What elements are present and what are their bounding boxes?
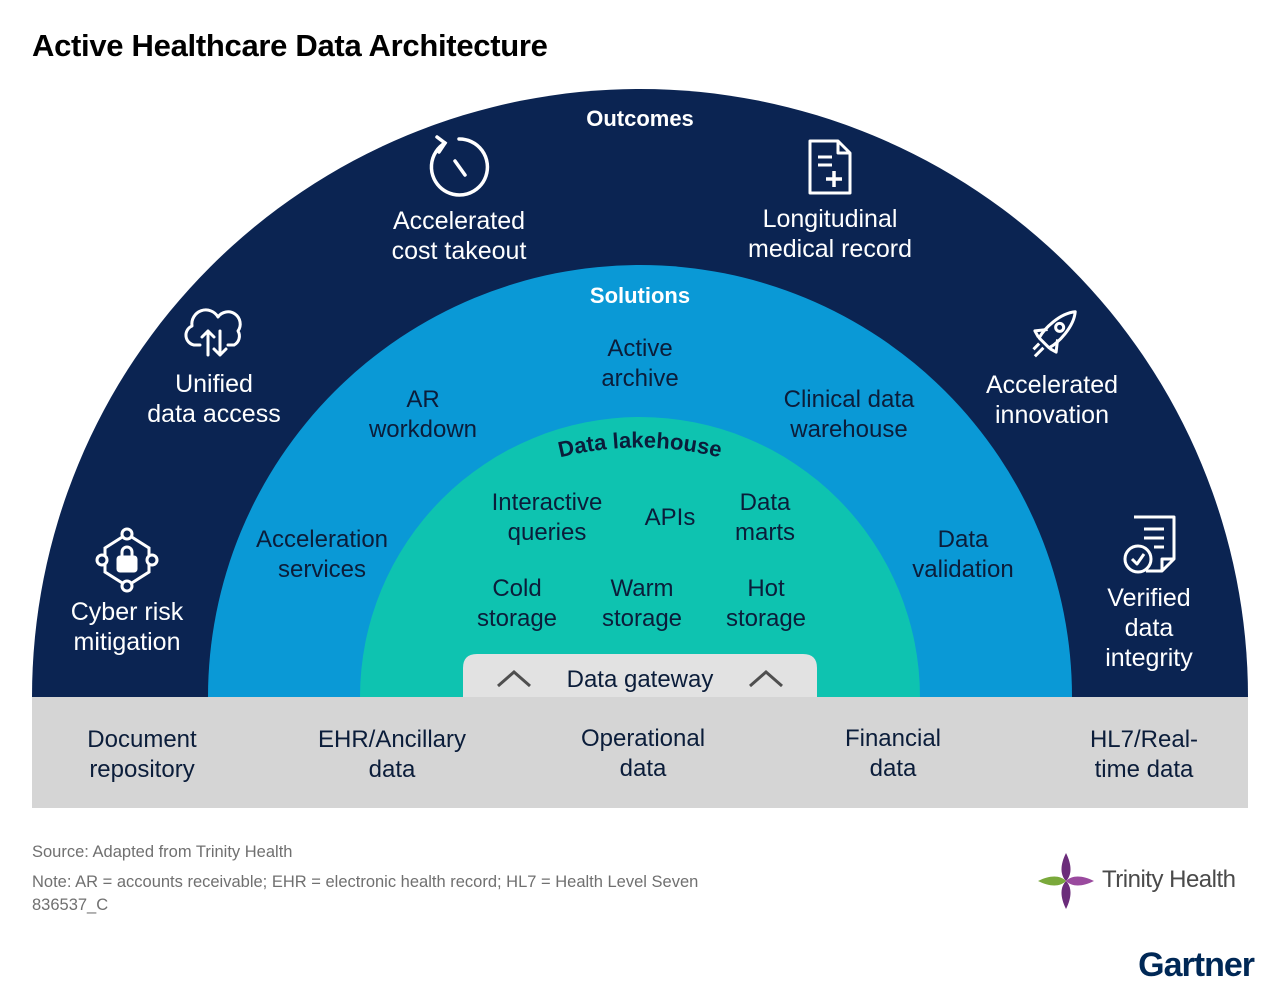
solution-acceleration: Acceleration services [255,526,389,583]
outcome-unified-access: Unified data access [147,370,281,428]
sources-bar [32,697,1248,808]
solution-data-validation: Data validation [912,526,1014,583]
cloud-sync-icon [184,308,242,357]
trinity-health-logo-icon [1038,853,1094,909]
solution-clinical-warehouse: Clinical data warehouse [783,386,915,443]
outcome-medical-record: Longitudinal medical record [748,205,912,263]
source-financial: Financial data [844,725,942,782]
lakehouse-apis: APIs [644,504,696,531]
lakehouse-warm-storage: Warm storage [601,575,683,632]
lakehouse-core [360,417,920,697]
source-ehr-ancillary: EHR/Ancillary data [317,726,467,783]
outcome-innovation: Accelerated innovation [985,371,1119,429]
verified-document-icon [1123,515,1176,574]
page-title: Active Healthcare Data Architecture [32,28,548,63]
outcome-data-integrity: Verified data integrity [1105,584,1193,672]
source-note: Source: Adapted from Trinity Health [32,843,293,861]
outcome-cost-takeout: Accelerated cost takeout [391,207,527,265]
lakehouse-interactive-queries: Interactive queries [491,489,603,546]
solution-active-archive: Active archive [601,335,679,392]
lock-network-icon [95,527,159,593]
abbreviation-note: Note: AR = accounts receivable; EHR = el… [32,873,699,891]
trinity-health-logo-text: Trinity Health [1102,866,1236,893]
figure-code: 836537_C [32,896,109,914]
medical-document-icon [808,139,852,195]
solutions-header: Solutions [589,283,691,308]
lakehouse-cold-storage: Cold storage [476,575,558,632]
source-document-repository: Document repository [87,726,197,783]
solution-ar-workdown: AR workdown [368,386,478,443]
chevron-up-icon [497,670,531,688]
outcomes-header: Outcomes [586,106,694,131]
gateway-tab [463,654,817,697]
lakehouse-data-marts: Data marts [735,489,795,546]
timer-icon [429,135,490,197]
gateway-label: Data gateway [566,666,714,693]
lakehouse-hot-storage: Hot storage [725,575,807,632]
gartner-logo: Gartner [1138,946,1255,984]
rocket-icon [1032,310,1077,358]
outcome-cyber-risk: Cyber risk mitigation [70,598,184,656]
chevron-up-icon [749,670,783,688]
source-operational: Operational data [580,725,706,782]
source-hl7-realtime: HL7/Real- time data [1089,726,1199,783]
